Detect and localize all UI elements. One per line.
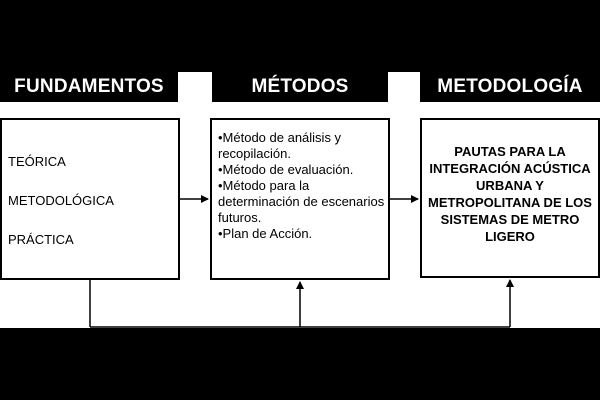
metodologia-box: [420, 118, 600, 278]
fundamentos-item-teorica: TEÓRICA: [8, 154, 66, 169]
header-gap-2: [388, 72, 420, 102]
header-fundamentos: FUNDAMENTOS: [0, 72, 178, 102]
header-metodos: MÉTODOS: [212, 72, 388, 102]
header-gap-1: [178, 72, 212, 102]
metodos-item: •Método de análisis y recopilación.: [218, 130, 342, 161]
metodos-item: •Método de evaluación.: [218, 162, 354, 177]
metodos-item: •Plan de Acción.: [218, 226, 313, 241]
header-metodologia: METODOLOGÍA: [420, 72, 600, 102]
metodos-item: •Método para la determinación de escenar…: [218, 178, 385, 225]
fundamentos-box: [0, 118, 180, 280]
fundamentos-item-practica: PRÁCTICA: [8, 232, 74, 247]
metodologia-text: PAUTAS PARA LA INTEGRACIÓN ACÚSTICA URBA…: [428, 144, 592, 244]
metodos-box: [210, 118, 390, 280]
fundamentos-item-metodologica: METODOLÓGICA: [8, 193, 114, 208]
metodos-list: •Método de análisis y recopilación. •Mét…: [218, 130, 388, 242]
